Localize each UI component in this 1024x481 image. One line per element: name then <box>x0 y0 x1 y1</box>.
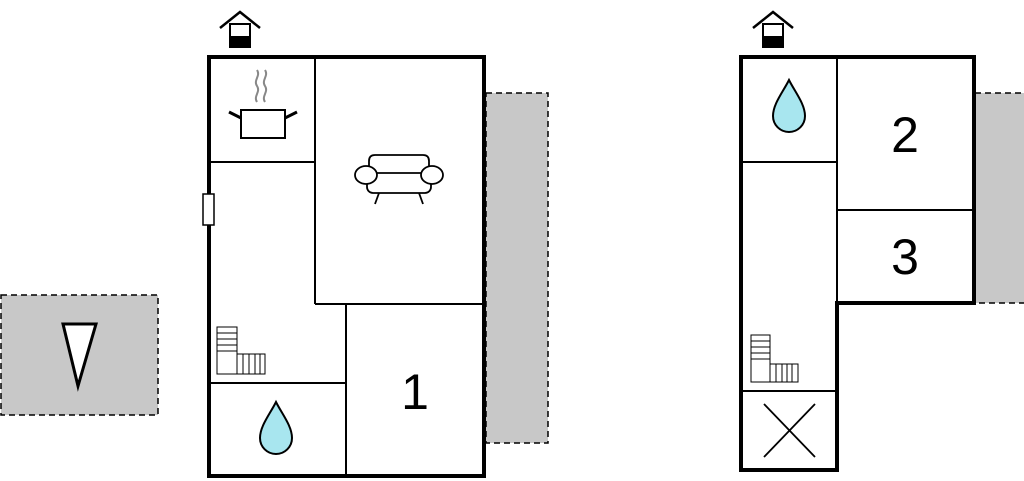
stairs-icon <box>216 326 266 375</box>
room-number: 3 <box>891 229 919 285</box>
water-drop-icon <box>258 399 294 455</box>
water-drop-icon <box>771 77 807 133</box>
ground-floor: 1 <box>202 10 549 478</box>
sofa-icon <box>354 154 444 205</box>
compass-panel <box>0 294 159 416</box>
upper-floor: 2 3 <box>739 10 1024 472</box>
north-arrow-icon <box>61 322 98 392</box>
cross-icon <box>763 403 816 458</box>
terrace-upper <box>974 92 1024 304</box>
room-number: 1 <box>401 364 429 420</box>
entrance-icon <box>752 10 794 48</box>
kitchen-pot-icon <box>228 69 298 139</box>
terrace-ground <box>485 92 549 444</box>
entrance-icon <box>219 10 261 48</box>
door-icon <box>202 193 215 226</box>
stairs-icon <box>750 334 799 383</box>
room-number: 2 <box>891 107 919 163</box>
